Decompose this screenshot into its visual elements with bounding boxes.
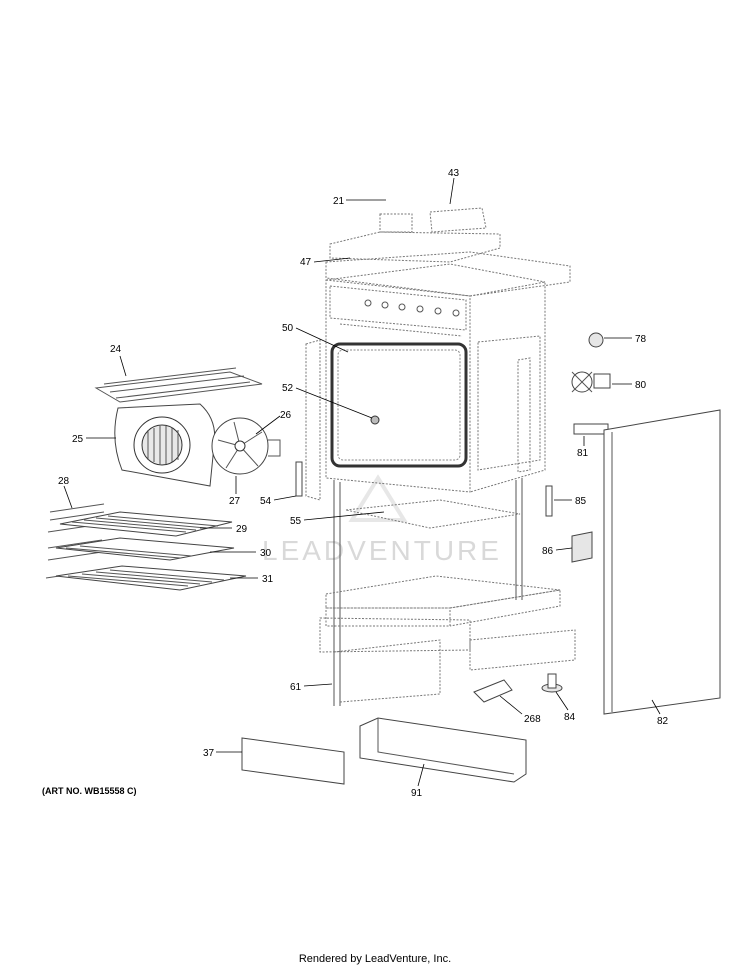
drawer-front bbox=[359, 717, 527, 783]
watermark-text: LEADVENTURE bbox=[262, 535, 502, 566]
callout-52: 52 bbox=[282, 383, 294, 394]
fan-motor bbox=[571, 371, 611, 393]
drawer-slide bbox=[473, 679, 513, 703]
callouts: 21 43 47 50 52 78 80 81 24 25 26 27 54 8… bbox=[58, 168, 669, 799]
bake-element bbox=[94, 367, 263, 403]
callout-27: 27 bbox=[229, 496, 241, 507]
callout-29: 29 bbox=[236, 524, 248, 535]
callout-47: 47 bbox=[300, 257, 312, 268]
terminal-block bbox=[573, 423, 609, 435]
callout-26: 26 bbox=[280, 410, 292, 421]
callout-61: 61 bbox=[290, 682, 302, 693]
top-cover-assembly bbox=[325, 207, 571, 297]
callout-91: 91 bbox=[411, 788, 423, 799]
fan-cover bbox=[114, 403, 216, 487]
callout-86: 86 bbox=[542, 546, 554, 557]
callout-37: 37 bbox=[203, 748, 215, 759]
oven-cabinet bbox=[305, 263, 546, 501]
callout-80: 80 bbox=[635, 380, 647, 391]
callout-54: 54 bbox=[260, 496, 272, 507]
callout-268: 268 bbox=[524, 714, 541, 725]
callout-78: 78 bbox=[635, 334, 647, 345]
hinge-right bbox=[545, 485, 553, 517]
callout-85: 85 bbox=[575, 496, 587, 507]
hinge-left bbox=[295, 461, 303, 497]
callout-55: 55 bbox=[290, 516, 302, 527]
oven-light bbox=[588, 332, 604, 348]
watermark: LEADVENTURE bbox=[262, 474, 502, 566]
callout-25: 25 bbox=[72, 434, 84, 445]
footer-credit: Rendered by LeadVenture, Inc. bbox=[298, 953, 452, 965]
callout-84: 84 bbox=[564, 712, 576, 723]
convection-fan bbox=[211, 417, 281, 475]
lower-cabinet bbox=[319, 478, 576, 706]
rack-supports bbox=[45, 503, 105, 579]
kick-panel bbox=[241, 737, 345, 785]
oven-door-frame bbox=[330, 342, 468, 468]
callout-50: 50 bbox=[282, 323, 294, 334]
leveling-leg bbox=[541, 673, 563, 693]
callout-30: 30 bbox=[260, 548, 272, 559]
control-knobs bbox=[364, 299, 460, 317]
callout-43: 43 bbox=[448, 168, 460, 179]
callout-31: 31 bbox=[262, 574, 274, 585]
sensor-module bbox=[571, 531, 593, 563]
oven-rack-top bbox=[59, 511, 233, 537]
callout-24: 24 bbox=[110, 344, 122, 355]
side-panel bbox=[603, 409, 721, 715]
oven-rack-middle bbox=[55, 537, 235, 561]
oven-rack-bottom bbox=[55, 565, 247, 591]
light-socket bbox=[370, 415, 380, 425]
callout-81: 81 bbox=[577, 448, 589, 459]
callout-82: 82 bbox=[657, 716, 669, 727]
art-number: (ART NO. WB15558 C) bbox=[42, 786, 137, 796]
callout-28: 28 bbox=[58, 476, 70, 487]
callout-21: 21 bbox=[333, 196, 345, 207]
